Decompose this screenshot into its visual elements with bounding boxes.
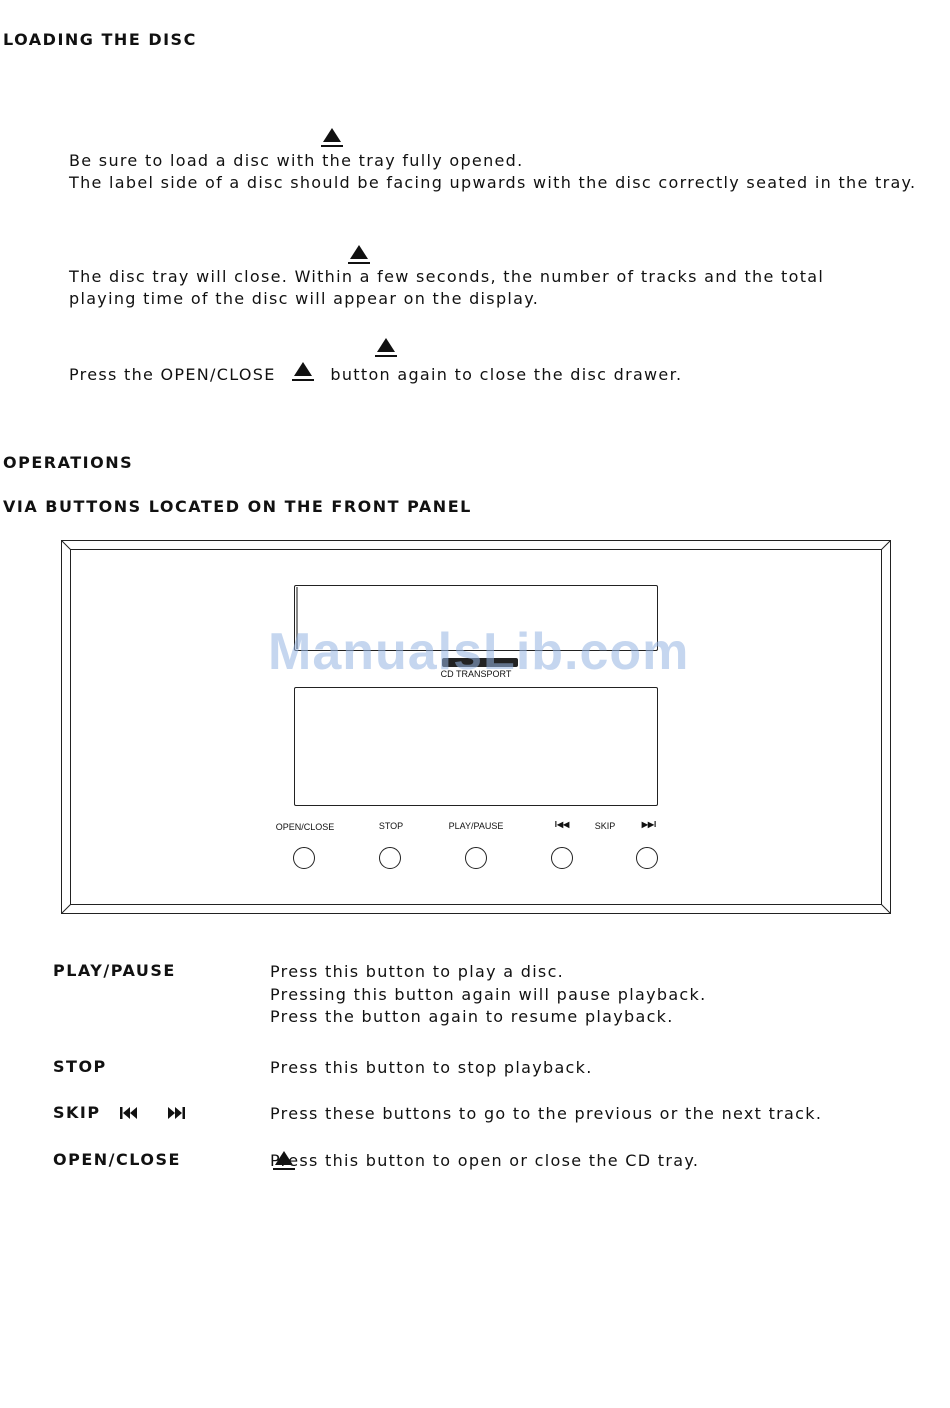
brand-subtitle: CD TRANSPORT xyxy=(440,669,512,679)
skip-previous-icon xyxy=(120,1107,137,1119)
panel-face xyxy=(70,549,882,905)
skip-previous-button[interactable] xyxy=(551,847,573,869)
step3-text-after: button again to close the disc drawer. xyxy=(330,365,683,384)
skip-next-button[interactable] xyxy=(636,847,658,869)
stop-button[interactable] xyxy=(379,847,401,869)
step2-text: The disc tray will close. Within a few s… xyxy=(69,267,825,308)
desc-line: Press the button again to resume playbac… xyxy=(270,1007,674,1026)
watermark: ManualsLib.com xyxy=(268,623,690,681)
control-desc-skip: Press these buttons to go to the previou… xyxy=(270,1104,823,1123)
eject-icon xyxy=(348,245,371,265)
desc-line: Pressing this button again will pause pl… xyxy=(270,984,707,1004)
disc-tray xyxy=(294,585,658,651)
step1-text: Be sure to load a disc with the tray ful… xyxy=(69,150,929,194)
control-desc-stop: Press this button to stop playback. xyxy=(270,1058,593,1077)
step3-text-before: Press the OPEN/CLOSE xyxy=(69,365,276,384)
control-desc-play-pause: Press this button to play a disc. Pressi… xyxy=(270,961,706,1029)
control-term-skip: SKIP xyxy=(53,1103,101,1122)
control-term-play-pause: PLAY/PAUSE xyxy=(53,961,176,980)
front-panel-diagram: CD TRANSPORT OPEN/CLOSE STOP PLAY/PAUSE … xyxy=(61,540,891,914)
play-pause-button[interactable] xyxy=(465,847,487,869)
eject-icon xyxy=(321,128,343,148)
skip-previous-icon: I◀◀ xyxy=(554,820,570,829)
skip-next-icon: ▶▶I xyxy=(641,820,657,829)
brand-logo xyxy=(442,658,518,667)
eject-icon xyxy=(273,1151,296,1171)
skip-next-icon xyxy=(168,1107,185,1119)
panel-label-open-close: OPEN/CLOSE xyxy=(275,822,335,832)
section-subheading-front-panel: VIA BUTTONS LOCATED ON THE FRONT PANEL xyxy=(3,497,472,516)
step1-line2: The label side of a disc should be facin… xyxy=(69,173,917,192)
step3-text: Press the OPEN/CLOSE button again to clo… xyxy=(69,362,682,386)
panel-label-skip: SKIP xyxy=(594,821,616,831)
control-term-open-close: OPEN/CLOSE xyxy=(53,1150,181,1169)
tray-shadow xyxy=(296,587,298,649)
panel-bevel-corners xyxy=(62,541,890,913)
eject-icon xyxy=(375,338,398,358)
open-close-button[interactable] xyxy=(293,847,315,869)
panel-label-stop: STOP xyxy=(378,821,404,831)
desc-line: Press this button to play a disc. xyxy=(270,962,565,981)
control-desc-open-close: Press this button to open or close the C… xyxy=(270,1151,700,1170)
eject-icon xyxy=(292,362,315,382)
section-heading-loading: LOADING THE DISC xyxy=(3,30,197,49)
control-term-stop: STOP xyxy=(53,1057,107,1076)
step1-line1: Be sure to load a disc with the tray ful… xyxy=(69,151,524,170)
panel-label-play-pause: PLAY/PAUSE xyxy=(448,821,504,831)
section-heading-operations: OPERATIONS xyxy=(3,453,134,472)
display-window xyxy=(294,687,658,806)
